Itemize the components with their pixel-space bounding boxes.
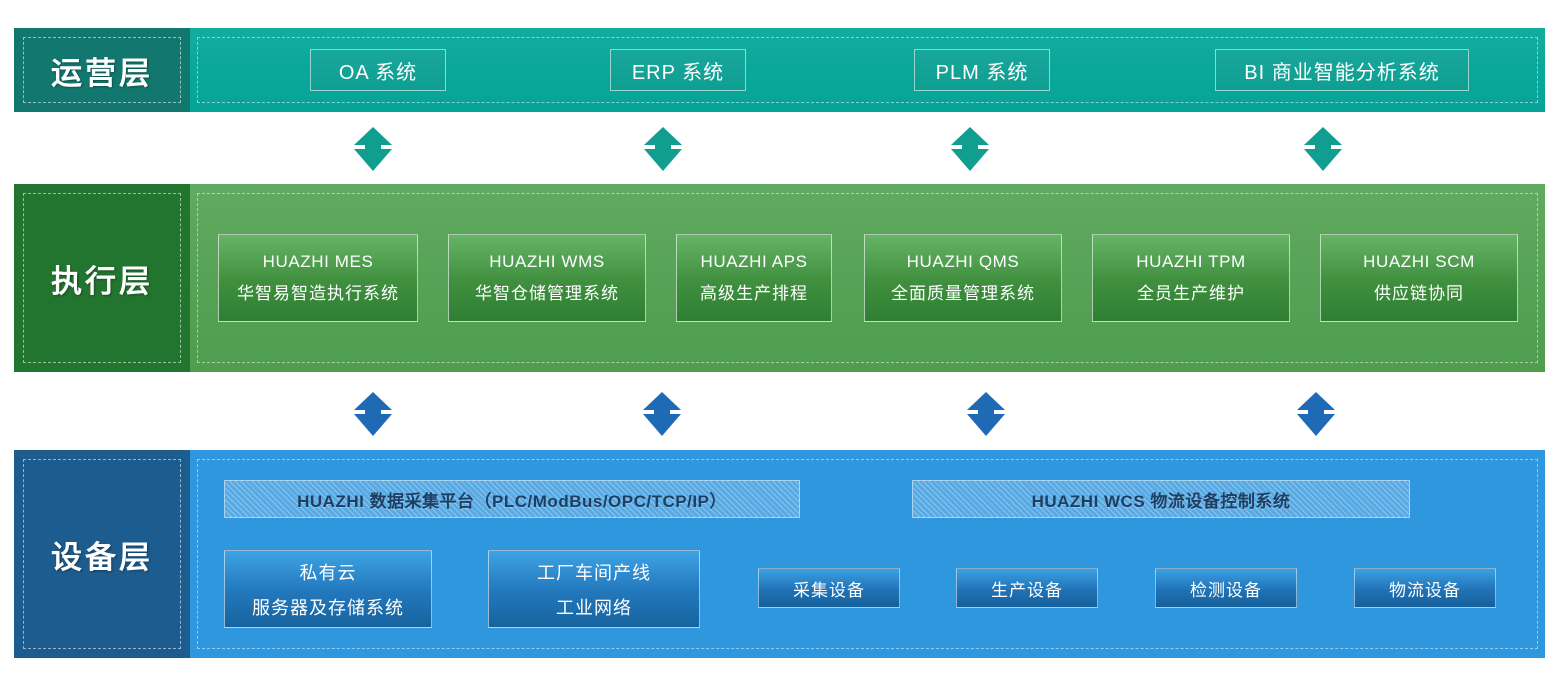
device-platform-label: HUAZHI WCS 物流设备控制系统 <box>1031 491 1291 511</box>
device-card-line-1: 工厂车间产线 <box>537 562 651 583</box>
execution-system-code: HUAZHI SCM <box>1363 252 1475 271</box>
execution-system-card[interactable]: HUAZHI TPM 全员生产维护 <box>1092 234 1290 322</box>
device-card-line-2: 服务器及存储系统 <box>252 597 404 618</box>
operation-system-card[interactable]: PLM 系统 <box>914 49 1050 91</box>
execution-layer-title: 执行层 <box>51 263 153 299</box>
device-layer-body: HUAZHI 数据采集平台（PLC/ModBus/OPC/TCP/IP） HUAZ… <box>190 450 1545 658</box>
device-card-line-1: 私有云 <box>299 562 357 583</box>
device-equipment-chip[interactable]: 检测设备 <box>1155 568 1297 608</box>
execution-system-name: 全员生产维护 <box>1137 284 1245 303</box>
device-platform-label: HUAZHI 数据采集平台（PLC/ModBus/OPC/TCP/IP） <box>297 491 727 511</box>
bidirectional-arrow-icon <box>1301 126 1345 172</box>
execution-system-code: HUAZHI TPM <box>1136 252 1246 271</box>
device-equipment-label: 采集设备 <box>793 580 865 600</box>
operation-system-label: ERP 系统 <box>631 61 725 84</box>
operation-layer-title: 运营层 <box>51 55 153 91</box>
device-equipment-label: 检测设备 <box>1190 580 1262 600</box>
operation-system-card[interactable]: ERP 系统 <box>610 49 746 91</box>
operation-system-label: OA 系统 <box>338 61 418 84</box>
bidirectional-arrow-icon <box>641 126 685 172</box>
execution-system-card[interactable]: HUAZHI SCM 供应链协同 <box>1320 234 1518 322</box>
device-layer: 设备层 HUAZHI 数据采集平台（PLC/ModBus/OPC/TCP/IP）… <box>14 450 1545 658</box>
bidirectional-arrow-icon <box>1294 391 1338 437</box>
execution-layer: 执行层 HUAZHI MES 华智易智造执行系统 HUAZHI WMS 华智仓储管理系… <box>14 184 1545 372</box>
execution-system-code: HUAZHI QMS <box>906 252 1020 271</box>
operation-systems-container: OA 系统 ERP 系统 PLM 系统 BI 商业智能分析系统 <box>202 28 1533 112</box>
device-equipment-chip[interactable]: 物流设备 <box>1354 568 1496 608</box>
bidirectional-arrow-icon <box>948 126 992 172</box>
operation-system-label: BI 商业智能分析系统 <box>1244 61 1440 84</box>
device-infrastructure-card[interactable]: 工厂车间产线工业网络 <box>488 550 700 628</box>
execution-system-name: 华智仓储管理系统 <box>475 284 619 303</box>
execution-system-name: 高级生产排程 <box>700 284 808 303</box>
operation-layer: 运营层 OA 系统 ERP 系统 PLM 系统 BI 商业智能分析系统 <box>14 28 1545 112</box>
device-card-line-2: 工业网络 <box>556 597 632 618</box>
device-equipment-label: 物流设备 <box>1389 580 1461 600</box>
operation-system-card[interactable]: OA 系统 <box>310 49 446 91</box>
operation-layer-body: OA 系统 ERP 系统 PLM 系统 BI 商业智能分析系统 <box>190 28 1545 112</box>
execution-system-code: HUAZHI WMS <box>489 252 605 271</box>
execution-system-name: 华智易智造执行系统 <box>237 284 399 303</box>
execution-system-code: HUAZHI APS <box>700 252 808 271</box>
operation-layer-label: 运营层 <box>14 28 190 112</box>
device-platform-band[interactable]: HUAZHI 数据采集平台（PLC/ModBus/OPC/TCP/IP） <box>224 480 800 518</box>
operation-system-label: PLM 系统 <box>935 61 1029 84</box>
execution-system-card[interactable]: HUAZHI WMS 华智仓储管理系统 <box>448 234 646 322</box>
device-infrastructure-card[interactable]: 私有云服务器及存储系统 <box>224 550 432 628</box>
device-platform-band[interactable]: HUAZHI WCS 物流设备控制系统 <box>912 480 1410 518</box>
execution-system-card[interactable]: HUAZHI APS 高级生产排程 <box>676 234 832 322</box>
operation-system-card[interactable]: BI 商业智能分析系统 <box>1215 49 1469 91</box>
device-components-container: HUAZHI 数据采集平台（PLC/ModBus/OPC/TCP/IP） HUAZ… <box>190 450 1545 658</box>
bidirectional-arrow-icon <box>351 126 395 172</box>
device-layer-label: 设备层 <box>14 450 190 658</box>
device-equipment-chip[interactable]: 生产设备 <box>956 568 1098 608</box>
execution-system-name: 全面质量管理系统 <box>891 284 1035 303</box>
device-layer-title: 设备层 <box>51 539 153 575</box>
execution-system-card[interactable]: HUAZHI MES 华智易智造执行系统 <box>218 234 418 322</box>
execution-system-card[interactable]: HUAZHI QMS 全面质量管理系统 <box>864 234 1062 322</box>
execution-layer-label: 执行层 <box>14 184 190 372</box>
bidirectional-arrow-icon <box>351 391 395 437</box>
bidirectional-arrow-icon <box>640 391 684 437</box>
execution-system-name: 供应链协同 <box>1374 284 1464 303</box>
bidirectional-arrow-icon <box>964 391 1008 437</box>
device-equipment-label: 生产设备 <box>991 580 1063 600</box>
device-equipment-chip[interactable]: 采集设备 <box>758 568 900 608</box>
execution-system-code: HUAZHI MES <box>262 252 374 271</box>
